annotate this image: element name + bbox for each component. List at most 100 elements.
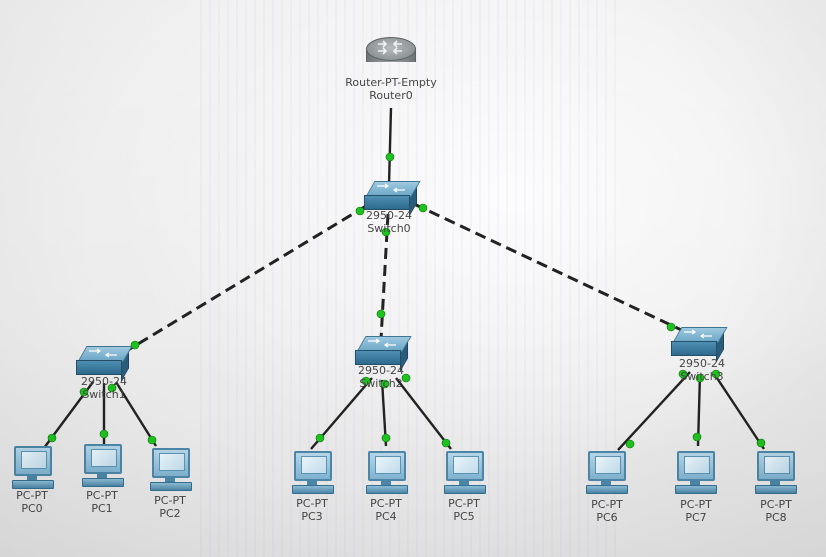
port-indicator	[441, 438, 451, 448]
port-indicator	[692, 432, 702, 442]
link-router0-switch0	[387, 107, 393, 186]
pc8-model: PC-PT	[760, 498, 792, 511]
switch3-label: 2950-24 Switch3	[670, 357, 734, 383]
switch-arrows-icon	[89, 348, 117, 358]
pc-screen	[764, 456, 790, 474]
port-indicator	[376, 309, 386, 319]
pc3-label: PC-PT PC3	[282, 497, 342, 523]
pc-screen	[91, 449, 117, 467]
pc2-name: PC2	[159, 507, 181, 520]
switch-arrows-icon	[368, 338, 396, 348]
pc7-label: PC-PT PC7	[666, 498, 726, 524]
switch2-name: Switch2	[359, 377, 403, 390]
pc-base	[366, 485, 408, 494]
router0-device[interactable]	[366, 37, 416, 74]
pc5-model: PC-PT	[448, 497, 480, 510]
switch0-model: 2950-24	[366, 209, 412, 222]
pc7-device[interactable]	[675, 451, 717, 494]
pc-screen	[301, 456, 327, 474]
pc4-label: PC-PT PC4	[356, 497, 416, 523]
pc1-device[interactable]	[82, 444, 124, 487]
router0-name: Router0	[369, 89, 413, 102]
pc5-device[interactable]	[444, 451, 486, 494]
pc-icon	[677, 451, 715, 481]
switch1-label: 2950-24 Switch1	[72, 375, 136, 401]
pc4-model: PC-PT	[370, 497, 402, 510]
switch0-name: Switch0	[367, 222, 411, 235]
port-indicator	[695, 373, 705, 383]
pc-stand	[307, 480, 317, 485]
pc3-device[interactable]	[292, 451, 334, 494]
switch0-device[interactable]	[364, 181, 421, 217]
switch-arrows-icon	[377, 183, 405, 193]
pc7-model: PC-PT	[680, 498, 712, 511]
switch2-device[interactable]	[355, 336, 412, 372]
link-switch3-pc8	[711, 371, 766, 450]
port-indicator	[355, 206, 365, 216]
pc-stand	[459, 480, 469, 485]
pc0-model: PC-PT	[16, 489, 48, 502]
port-indicator	[401, 373, 411, 383]
port-indicator	[678, 369, 688, 379]
pc-base	[150, 482, 192, 491]
switch3-name: Switch3	[680, 370, 724, 383]
pc8-name: PC8	[765, 511, 787, 524]
switch2-model: 2950-24	[358, 364, 404, 377]
port-indicator	[361, 376, 371, 386]
pc-stand	[165, 477, 175, 482]
switch1-device[interactable]	[76, 346, 133, 382]
pc-stand	[27, 475, 37, 480]
port-indicator	[147, 435, 157, 445]
switch-arrows-icon	[684, 329, 712, 339]
pc8-device[interactable]	[755, 451, 797, 494]
pc-screen	[21, 451, 47, 469]
switch-front	[671, 341, 717, 356]
pc-screen	[453, 456, 479, 474]
pc-stand	[601, 480, 611, 485]
pc-icon	[757, 451, 795, 481]
pc6-name: PC6	[596, 511, 618, 524]
pc-base	[755, 485, 797, 494]
pc-screen	[684, 456, 710, 474]
router0-label: Router-PT-Empty Router0	[335, 76, 447, 102]
link-switch0-switch3	[413, 202, 693, 337]
pc2-model: PC-PT	[154, 494, 186, 507]
pc6-device[interactable]	[586, 451, 628, 494]
link-switch0-switch1	[127, 204, 367, 352]
port-indicator	[756, 438, 766, 448]
switch1-model: 2950-24	[81, 375, 127, 388]
pc2-device[interactable]	[150, 448, 192, 491]
pc1-model: PC-PT	[86, 489, 118, 502]
pc3-model: PC-PT	[296, 497, 328, 510]
pc-stand	[770, 480, 780, 485]
port-indicator	[99, 429, 109, 439]
port-indicator	[385, 152, 395, 162]
port-indicator	[380, 379, 390, 389]
switch3-device[interactable]	[671, 327, 728, 363]
pc0-label: PC-PT PC0	[2, 489, 62, 515]
pc0-device[interactable]	[12, 446, 54, 489]
link-switch3-pc6	[617, 371, 691, 451]
port-indicator	[625, 439, 635, 449]
switch0-label: 2950-24 Switch0	[357, 209, 421, 235]
switch-front	[355, 350, 401, 365]
pc3-name: PC3	[301, 510, 323, 523]
pc4-device[interactable]	[366, 451, 408, 494]
pc-base	[82, 478, 124, 487]
port-indicator	[107, 383, 117, 393]
router0-model: Router-PT-Empty	[345, 76, 437, 89]
port-indicator	[381, 433, 391, 443]
pc-icon	[588, 451, 626, 481]
port-indicator	[711, 369, 721, 379]
router-icon	[366, 37, 416, 61]
pc-screen	[159, 453, 185, 471]
pc0-name: PC0	[21, 502, 43, 515]
pc6-model: PC-PT	[591, 498, 623, 511]
pc7-name: PC7	[685, 511, 707, 524]
pc8-label: PC-PT PC8	[746, 498, 806, 524]
pc5-label: PC-PT PC5	[434, 497, 494, 523]
pc6-label: PC-PT PC6	[577, 498, 637, 524]
pc1-label: PC-PT PC1	[72, 489, 132, 515]
